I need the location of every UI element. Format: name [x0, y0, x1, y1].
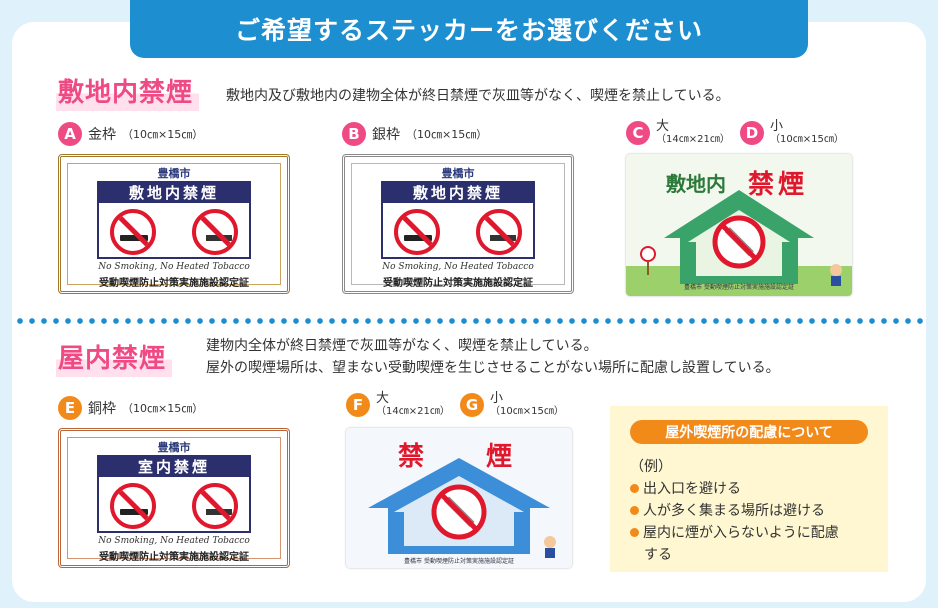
- option-e-badge: E: [58, 396, 82, 420]
- sticker-a-gold-frame[interactable]: 豊橋市 敷地内禁煙 No Smoking, No Heated Tobacco …: [58, 154, 290, 294]
- option-a-badge: A: [58, 122, 82, 146]
- sign-box: [381, 203, 535, 259]
- option-d-label: 小: [770, 119, 784, 134]
- certification-text: 受動喫煙防止対策実施施設認定証: [383, 278, 533, 289]
- option-a-label: 金枠: [88, 127, 116, 143]
- indoor-description-line2: 屋外の喫煙場所は、望まない受動喫煙を生じさせることがない場所に配慮し設置している…: [206, 360, 780, 376]
- blue-house-illustration: [368, 458, 556, 558]
- bullet-icon: [630, 528, 639, 537]
- copper-frame-border: [67, 437, 281, 559]
- option-f-label: 大: [376, 391, 390, 406]
- sticker-e-copper-frame[interactable]: 豊橋市 室内禁煙 No Smoking, No Heated Tobacco 受…: [58, 428, 290, 568]
- house-indoor-right: 煙: [486, 442, 513, 472]
- consideration-item: 人が多く集まる場所は避ける: [630, 500, 825, 520]
- city-name: 豊橋市: [157, 441, 191, 454]
- option-c-badge: C: [626, 121, 650, 145]
- english-caption: No Smoking, No Heated Tobacco: [98, 262, 250, 272]
- consideration-example: （例）: [630, 459, 672, 475]
- premises-description: 敷地内及び敷地内の建物全体が終日禁煙で灰皿等がなく、喫煙を禁止している。: [226, 88, 730, 104]
- option-a-size: （10㎝×15㎝）: [122, 128, 204, 141]
- option-e[interactable]: E 銅枠 （10㎝×15㎝）: [58, 396, 203, 420]
- silver-frame-border: [351, 163, 565, 285]
- option-a[interactable]: A 金枠 （10㎝×15㎝）: [58, 122, 203, 146]
- sticker-fg-house-blue[interactable]: 禁 煙 豊橋市 受動喫煙防止対策実施施設認定証: [346, 428, 572, 568]
- option-b[interactable]: B 銀枠 （10㎝×15㎝）: [342, 122, 487, 146]
- option-b-badge: B: [342, 122, 366, 146]
- option-g-label: 小: [490, 391, 504, 406]
- sign-box: [97, 203, 251, 259]
- option-d-size: （10㎝×15㎝）: [770, 134, 844, 145]
- bullet-icon: [630, 484, 639, 493]
- no-heated-tobacco-icon: [192, 483, 238, 529]
- option-g-size: （10㎝×15㎝）: [490, 406, 564, 417]
- option-g[interactable]: G 小（10㎝×15㎝）: [460, 392, 564, 418]
- house-footer: 豊橋市 受動喫煙防止対策実施施設認定証: [684, 284, 794, 291]
- consideration-item: 屋内に煙が入らないように配慮: [630, 522, 839, 542]
- gold-frame-border: [67, 163, 281, 285]
- option-c-label: 大: [656, 119, 670, 134]
- house-premises-left: 敷地内: [666, 172, 726, 196]
- sticker-cd-house-green[interactable]: 敷地内 禁煙 豊橋市 受動喫煙防止対策実施施設認定証: [626, 154, 852, 296]
- certification-text: 受動喫煙防止対策実施施設認定証: [99, 552, 249, 563]
- option-f[interactable]: F 大（14㎝×21㎝）: [346, 392, 450, 418]
- consideration-item: 出入口を避ける: [630, 478, 741, 498]
- outdoor-smoking-area-note: 屋外喫煙所の配慮について （例） 出入口を避ける 人が多く集まる場所は避ける 屋…: [610, 406, 888, 572]
- city-name: 豊橋市: [157, 167, 191, 180]
- english-caption: No Smoking, No Heated Tobacco: [98, 536, 250, 546]
- option-e-size: （10㎝×15㎝）: [122, 402, 204, 415]
- no-smoking-icon: [110, 483, 156, 529]
- city-name: 豊橋市: [441, 167, 475, 180]
- option-c[interactable]: C 大（14㎝×21㎝）: [626, 120, 730, 146]
- consideration-item-continued: する: [644, 547, 672, 563]
- section-divider: [14, 318, 924, 324]
- english-caption: No Smoking, No Heated Tobacco: [382, 262, 534, 272]
- house-indoor-left: 禁: [398, 442, 425, 472]
- option-g-badge: G: [460, 393, 484, 417]
- green-house-illustration: [626, 190, 852, 296]
- premises-sign-label: 敷地内禁煙: [381, 181, 535, 203]
- no-heated-tobacco-icon: [192, 209, 238, 255]
- option-e-label: 銅枠: [88, 401, 116, 417]
- sign-box: [97, 477, 251, 533]
- option-d[interactable]: D 小（10㎝×15㎝）: [740, 120, 844, 146]
- option-d-badge: D: [740, 121, 764, 145]
- house-footer: 豊橋市 受動喫煙防止対策実施施設認定証: [404, 558, 514, 565]
- option-b-size: （10㎝×15㎝）: [406, 128, 488, 141]
- indoor-description-line1: 建物内全体が終日禁煙で灰皿等がなく、喫煙を禁止している。: [206, 338, 598, 354]
- option-f-badge: F: [346, 393, 370, 417]
- option-f-size: （14㎝×21㎝）: [376, 406, 450, 417]
- indoor-section-title: 屋内禁煙: [56, 338, 173, 377]
- sticker-b-silver-frame[interactable]: 豊橋市 敷地内禁煙 No Smoking, No Heated Tobacco …: [342, 154, 574, 294]
- no-smoking-icon: [394, 209, 440, 255]
- indoor-sign-label: 室内禁煙: [97, 455, 251, 477]
- bullet-icon: [630, 506, 639, 515]
- page-title-banner: ご希望するステッカーをお選びください: [130, 0, 808, 58]
- no-smoking-icon: [110, 209, 156, 255]
- option-c-size: （14㎝×21㎝）: [656, 134, 730, 145]
- consideration-title: 屋外喫煙所の配慮について: [630, 420, 868, 444]
- no-heated-tobacco-icon: [476, 209, 522, 255]
- certification-text: 受動喫煙防止対策実施施設認定証: [99, 278, 249, 289]
- option-b-label: 銀枠: [372, 127, 400, 143]
- house-premises-right: 禁煙: [748, 170, 809, 200]
- premises-section-title: 敷地内禁煙: [56, 72, 200, 111]
- premises-sign-label: 敷地内禁煙: [97, 181, 251, 203]
